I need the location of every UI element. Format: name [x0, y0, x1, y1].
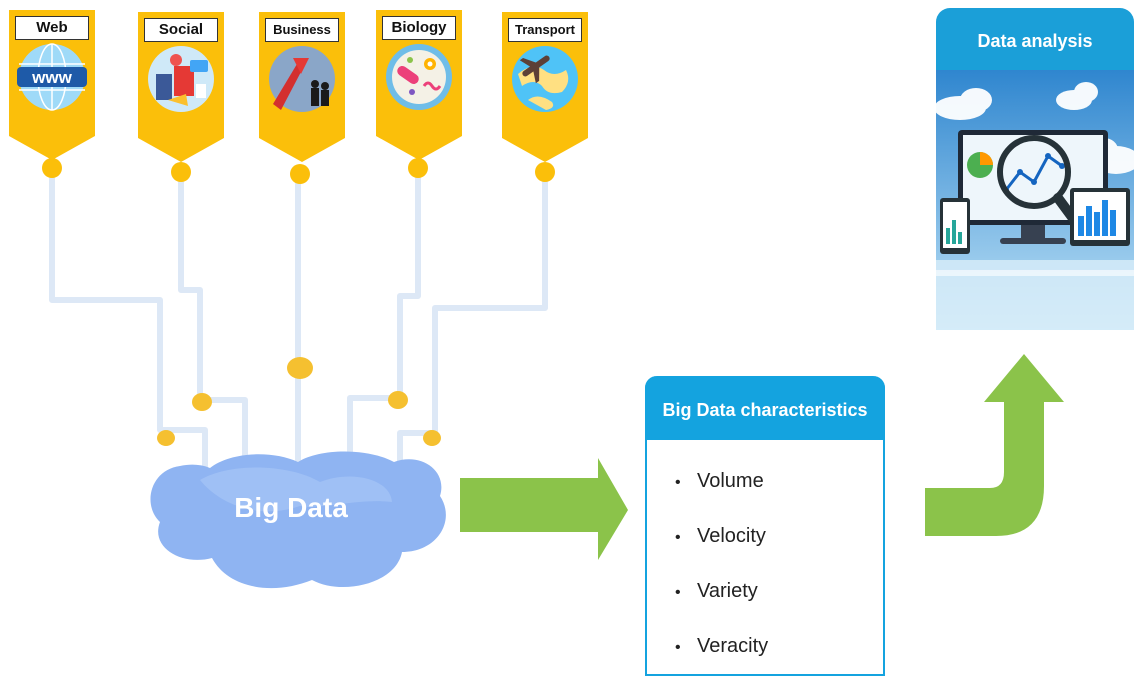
list-item: • Variety — [675, 564, 883, 619]
source-badge-transport: Transport — [502, 12, 588, 162]
big-data-label: Big Data — [234, 492, 348, 523]
bullet-icon: • — [675, 584, 681, 601]
data-analysis-title: Data analysis — [977, 31, 1093, 51]
bullet-icon: • — [675, 529, 681, 546]
source-label-business: Business — [265, 18, 339, 42]
airplane-globe-icon — [512, 46, 578, 112]
source-label-web: Web — [15, 16, 89, 40]
big-data-cloud-highlight — [200, 467, 392, 512]
characteristic-veracity: Veracity — [697, 635, 769, 657]
source-badge-biology: Biology — [376, 10, 462, 160]
connector-social — [178, 172, 248, 470]
node-transport — [423, 430, 441, 446]
list-item: • Volume — [675, 454, 883, 509]
characteristic-variety: Variety — [697, 580, 758, 602]
node-web — [157, 430, 175, 446]
list-item: • Veracity — [675, 619, 883, 674]
characteristic-velocity: Velocity — [697, 525, 766, 547]
bullet-icon: • — [675, 474, 681, 491]
characteristics-title: Big Data characteristics — [645, 376, 885, 440]
node-social — [192, 393, 212, 411]
source-label-transport: Transport — [508, 18, 582, 42]
source-badge-business: Business — [259, 12, 345, 162]
source-label-social: Social — [144, 18, 218, 42]
source-badge-social: Social — [138, 12, 224, 162]
connector-transport — [397, 172, 548, 470]
node-biology — [388, 391, 408, 409]
business-icon — [269, 46, 335, 112]
source-label-biology: Biology — [382, 16, 456, 40]
arrow-to-characteristics — [460, 458, 628, 560]
social-media-icon — [148, 46, 214, 112]
data-analysis-panel: Data analysis — [936, 8, 1134, 330]
petri-dish-icon — [386, 44, 452, 110]
www-text: www — [31, 68, 72, 87]
list-item: • Velocity — [675, 509, 883, 564]
web-pendant-dot — [42, 158, 62, 178]
connector-biology — [347, 168, 421, 470]
connector-web — [49, 170, 208, 470]
bullet-icon: • — [675, 639, 681, 656]
arrow-to-analysis — [925, 354, 1064, 536]
transport-pendant-dot — [535, 162, 555, 182]
www-globe-icon: www — [17, 43, 87, 111]
characteristics-list: • Volume • Velocity • Variety • Veracity — [647, 440, 883, 674]
social-pendant-dot — [171, 162, 191, 182]
biology-pendant-dot — [408, 158, 428, 178]
characteristics-box: Big Data characteristics • Volume • Veloci… — [645, 376, 885, 676]
characteristic-volume: Volume — [697, 470, 764, 492]
data-analysis-dashboard-icon — [936, 70, 1134, 330]
source-badge-web: Web www — [9, 10, 95, 160]
business-pendant-dot — [290, 164, 310, 184]
node-business — [287, 357, 313, 379]
